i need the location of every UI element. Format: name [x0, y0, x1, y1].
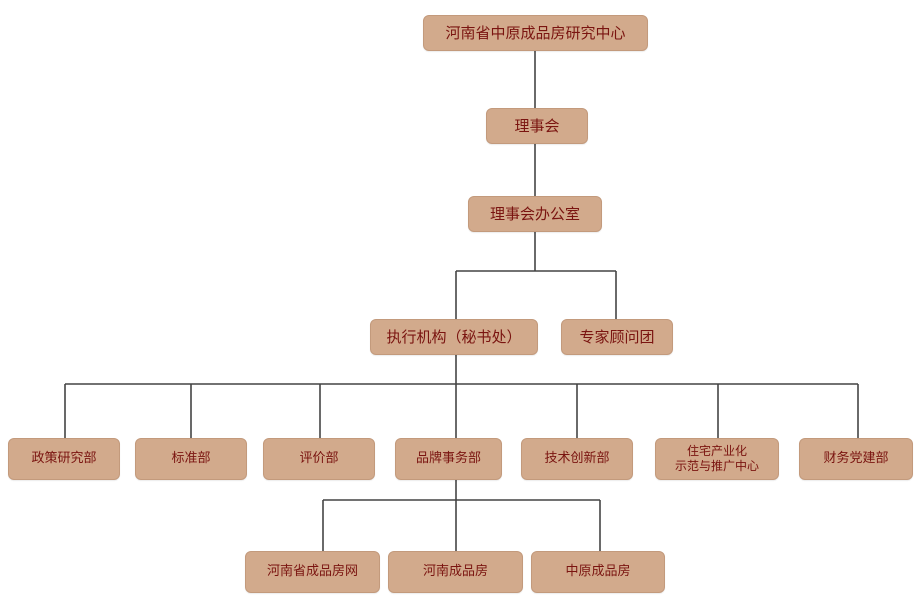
- board-label: 理事会: [514, 116, 560, 135]
- brand-unit-henan: 河南成品房: [388, 551, 523, 593]
- dept-label: 技术创新部: [544, 450, 610, 466]
- root-label: 河南省中原成品房研究中心: [445, 23, 626, 42]
- executive-node: 执行机构（秘书处）: [370, 319, 538, 355]
- dept-label: 财务党建部: [823, 450, 889, 466]
- dept-brand-affairs: 品牌事务部: [395, 438, 502, 480]
- dept-tech-innovation: 技术创新部: [521, 438, 633, 480]
- root-node: 河南省中原成品房研究中心: [423, 15, 648, 51]
- dept-policy-research: 政策研究部: [8, 438, 120, 480]
- board-office-node: 理事会办公室: [468, 196, 602, 232]
- brand-unit-zhongyuan: 中原成品房: [531, 551, 665, 593]
- executive-label: 执行机构（秘书处）: [386, 327, 522, 346]
- dept-standards: 标准部: [135, 438, 247, 480]
- dept-label: 政策研究部: [31, 450, 97, 466]
- dept-label-line-1: 住宅产业化: [686, 444, 747, 458]
- advisors-label: 专家顾问团: [579, 327, 655, 346]
- dept-label: 标准部: [171, 450, 211, 466]
- board-node: 理事会: [486, 108, 588, 144]
- brand-unit-label: 河南成品房: [422, 563, 488, 579]
- dept-evaluation: 评价部: [263, 438, 375, 480]
- advisors-node: 专家顾问团: [561, 319, 673, 355]
- board-office-label: 理事会办公室: [489, 204, 580, 223]
- dept-label: 品牌事务部: [415, 450, 481, 466]
- dept-label-line-2: 示范与推广中心: [674, 459, 759, 473]
- dept-finance-party: 财务党建部: [799, 438, 913, 480]
- brand-unit-label: 河南省成品房网: [266, 563, 358, 579]
- brand-unit-label: 中原成品房: [565, 563, 631, 579]
- dept-label: 评价部: [299, 450, 339, 466]
- dept-residential-industrialization: 住宅产业化 示范与推广中心: [655, 438, 779, 480]
- brand-unit-henan-province-site: 河南省成品房网: [245, 551, 380, 593]
